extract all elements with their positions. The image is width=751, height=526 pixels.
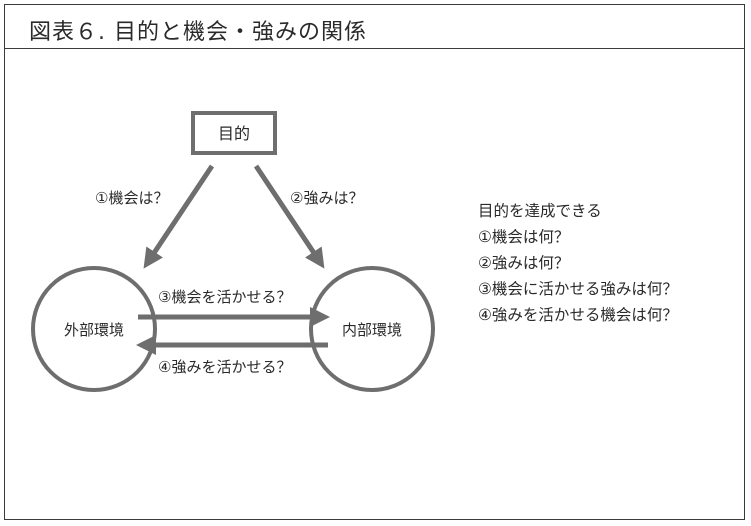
figure-title: 図表６. 目的と機会・強みの関係 [29, 20, 367, 45]
arrow-goal-to-external [143, 164, 215, 269]
arrow-goal-to-internal [253, 164, 325, 269]
figure-frame: 図表６. 目的と機会・強みの関係 [4, 4, 745, 520]
title-bar: 図表６. 目的と機会・強みの関係 [5, 5, 744, 49]
external-environment-label: 外部環境 [64, 321, 124, 339]
edge-label-strength: ②強みは？ [290, 189, 363, 207]
question-item: ④強みを活かせる機会は何？ [478, 306, 678, 324]
question-item: ③機会に活かせる強みは何？ [478, 280, 678, 298]
external-environment-circle [31, 266, 157, 392]
edge-label-use-strength: ④強みを活かせる？ [158, 358, 291, 376]
question-list: 目的を達成できる ①機会は何？ ②強みは何？ ③機会に活かせる強みは何？ ④強み… [478, 198, 678, 328]
question-item: ②強みは何？ [478, 254, 570, 272]
edge-label-opportunity: ①機会は？ [95, 189, 168, 207]
internal-environment-circle [309, 266, 435, 392]
question-item: ①機会は何？ [478, 228, 570, 246]
goal-label: 目的 [218, 124, 250, 143]
internal-environment-label: 内部環境 [342, 321, 402, 339]
question-list-heading: 目的を達成できる [478, 202, 602, 220]
goal-box [191, 111, 277, 155]
edge-label-use-opportunity: ③機会を活かせる？ [158, 288, 291, 306]
